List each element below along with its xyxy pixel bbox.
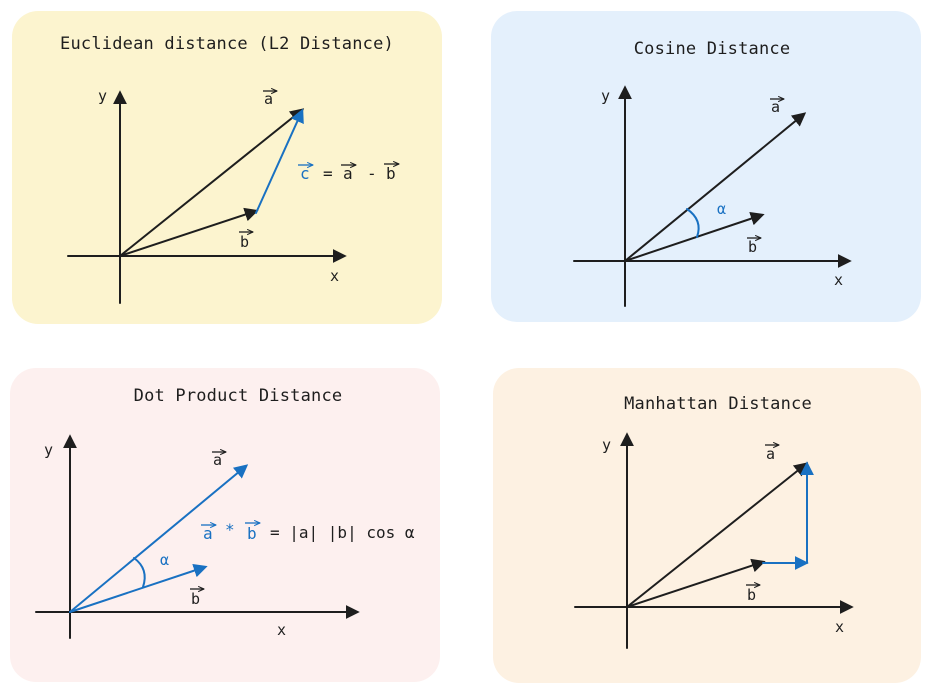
euclidean-title: Euclidean distance (L2 Distance) — [60, 34, 394, 54]
dot-eq-b: b — [247, 524, 257, 543]
dot-angle-arc — [133, 557, 146, 588]
dot-panel: Dot Product Distance y x α a b a * b = |… — [10, 368, 440, 682]
manhattan-vector-b — [626, 558, 766, 608]
euclidean-eq-minus: - — [367, 164, 377, 183]
euclidean-panel: Euclidean distance (L2 Distance) y x a b… — [12, 11, 442, 324]
euclidean-x-label: x — [330, 267, 339, 285]
euclidean-label-b: b — [240, 233, 249, 251]
manhattan-y-label: y — [602, 436, 611, 454]
euclidean-eq-equals: = — [323, 164, 333, 183]
dot-vector-b — [69, 563, 208, 613]
euclidean-vector-a — [119, 108, 305, 257]
dot-angle-label: α — [160, 551, 169, 569]
euclidean-eq-c: c — [300, 164, 310, 183]
dot-x-label: x — [277, 621, 286, 639]
manhattan-diagram: Manhattan Distance y x a b — [574, 394, 854, 649]
euclidean-y-label: y — [98, 87, 107, 105]
dot-diagram: Dot Product Distance y x α a b a * b = |… — [35, 386, 415, 639]
cosine-panel: Cosine Distance y x α a b — [491, 11, 921, 322]
cosine-vector-b — [624, 211, 765, 262]
dot-eq-a: a — [203, 524, 213, 543]
manhattan-panel: Manhattan Distance y x a b — [493, 368, 921, 683]
euclidean-label-a: a — [264, 90, 273, 108]
euclidean-eq-a: a — [343, 164, 353, 183]
euclidean-eq-b: b — [386, 164, 396, 183]
cosine-vector-a — [624, 112, 807, 262]
cosine-label-a: a — [771, 98, 780, 116]
dot-eq-op: * — [225, 520, 235, 539]
cosine-x-label: x — [834, 271, 843, 289]
manhattan-label-a: a — [766, 445, 775, 463]
cosine-angle-arc — [686, 208, 700, 238]
manhattan-vector-a — [626, 462, 809, 608]
cosine-title: Cosine Distance — [634, 39, 791, 59]
manhattan-x-label: x — [835, 618, 844, 636]
euclidean-diagram: Euclidean distance (L2 Distance) y x a b… — [60, 34, 442, 304]
dot-y-label: y — [44, 441, 53, 459]
manhattan-title: Manhattan Distance — [624, 394, 812, 414]
dot-eq-rhs: = |a| |b| cos α — [270, 523, 415, 542]
euclidean-vector-b — [119, 207, 259, 257]
cosine-y-label: y — [601, 87, 610, 105]
dot-vector-a — [69, 464, 249, 613]
cosine-label-b: b — [748, 238, 757, 256]
cosine-angle-label: α — [717, 200, 726, 218]
dot-label-b: b — [191, 590, 200, 608]
dot-title: Dot Product Distance — [134, 386, 343, 406]
cosine-diagram: Cosine Distance y x α a b — [573, 39, 852, 307]
dot-label-a: a — [213, 451, 222, 469]
euclidean-vector-c — [255, 108, 304, 214]
manhattan-label-b: b — [747, 586, 756, 604]
